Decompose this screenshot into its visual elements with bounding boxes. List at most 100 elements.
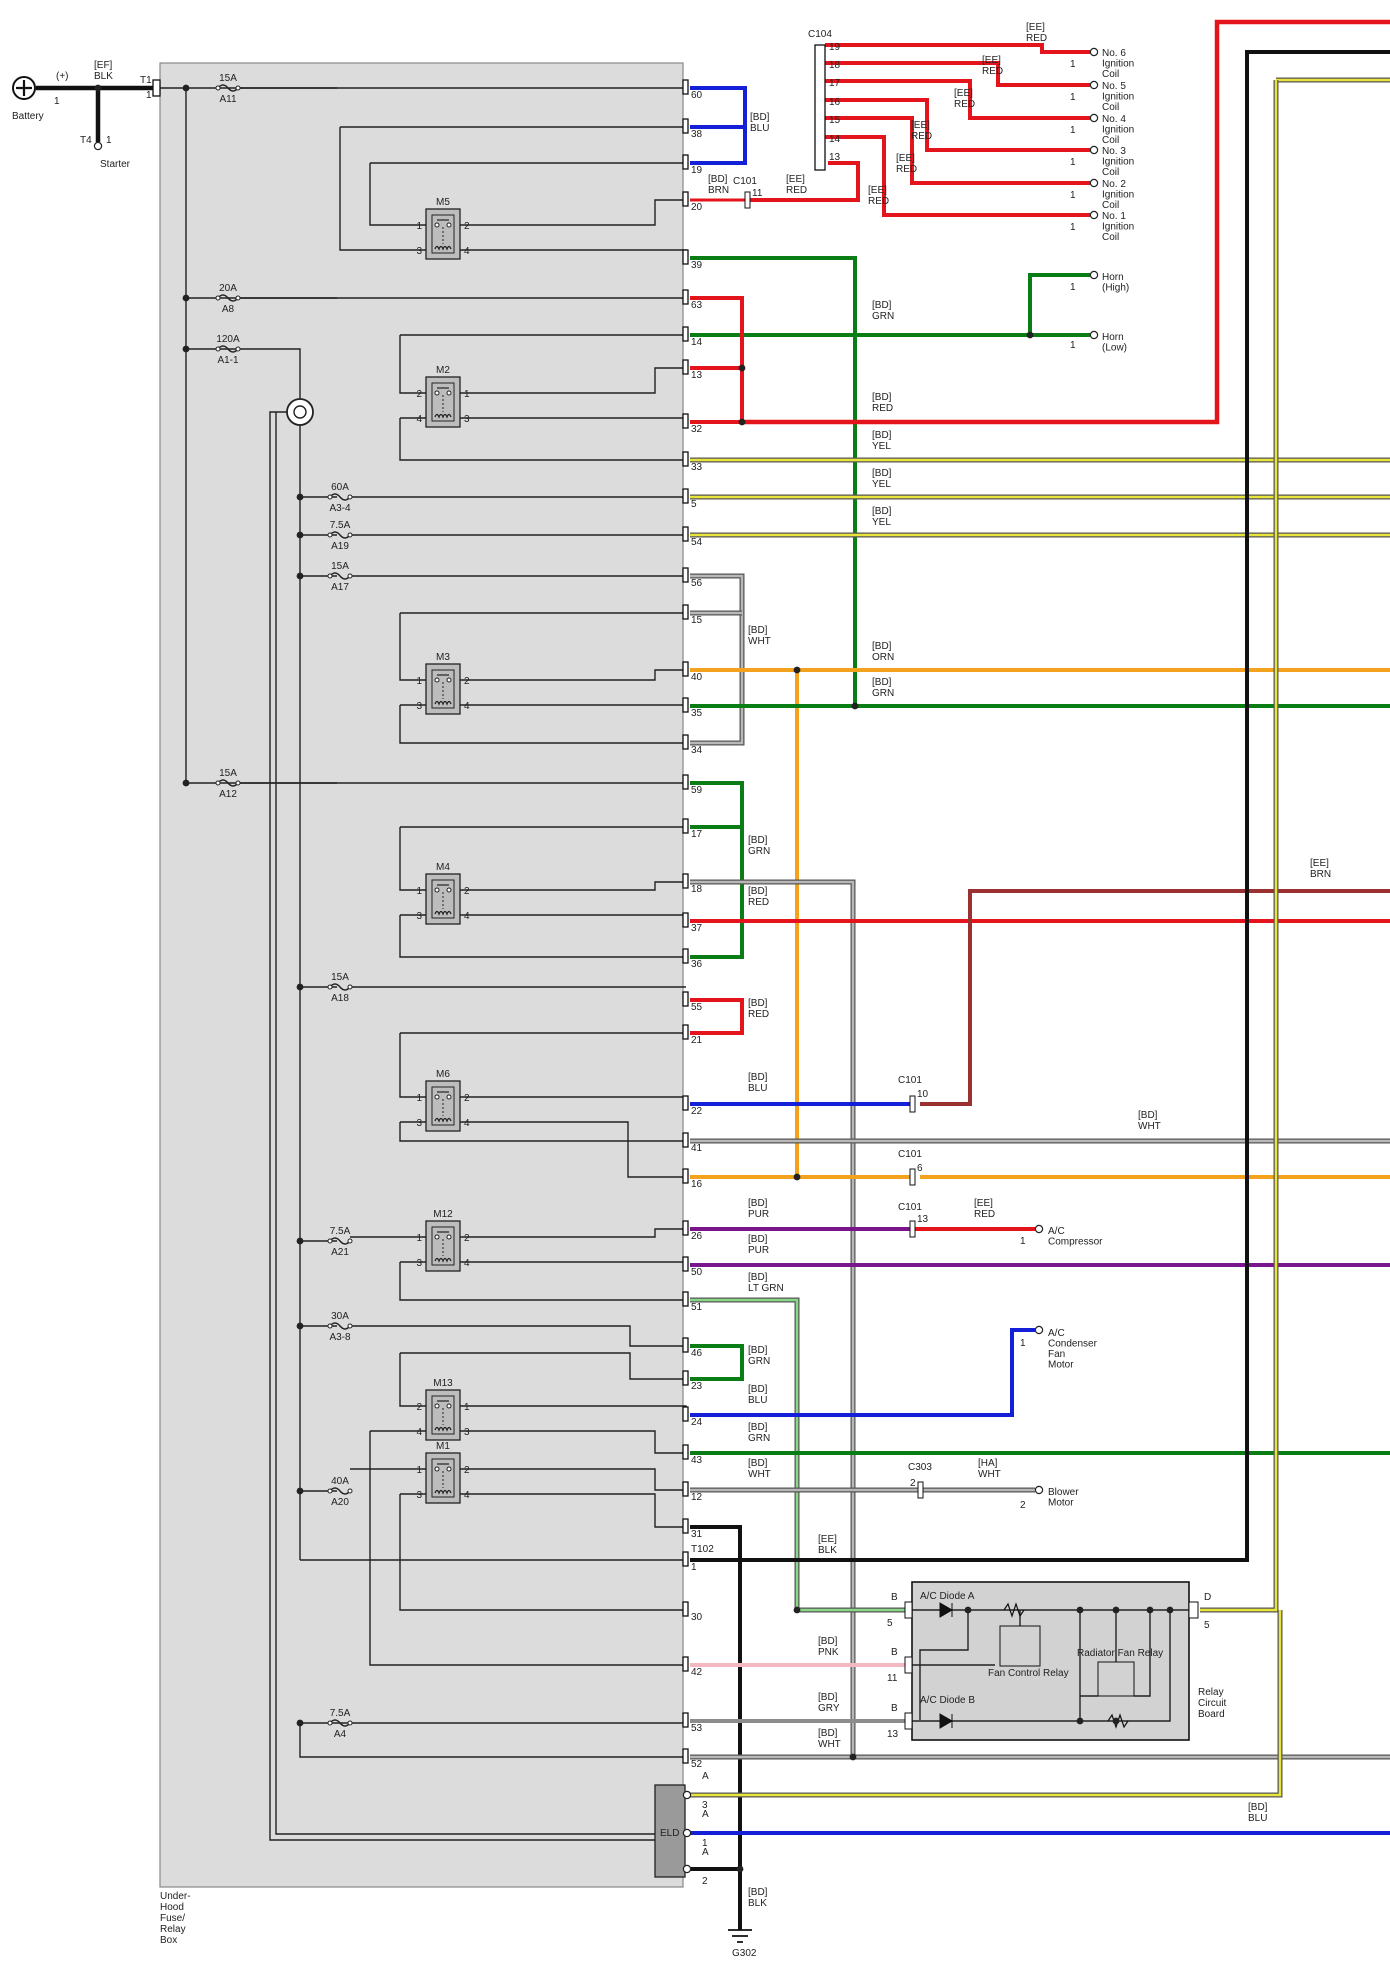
internal-wire [369,1431,686,1666]
wire-wht [690,880,855,1757]
ac-condenser-label: Motor [1048,1360,1074,1371]
bus-junction [296,572,304,580]
fuse-end [327,1488,333,1494]
coil-terminal [1089,113,1099,123]
wire-connector-label: [HA] [978,1458,998,1469]
pin-terminal [682,79,689,95]
fuse-symbol [217,84,239,92]
rcb-pin-number: 5 [887,1618,893,1629]
wire-connector-label: [EE] [974,1198,993,1209]
relay-pin-number: 4 [464,1118,470,1129]
fuse-symbol [217,294,239,302]
ac-condenser-terminal [1034,1325,1044,1335]
pin-number: 23 [691,1381,703,1392]
coil-terminal [1089,145,1099,155]
ac-compressor-terminal [1034,1224,1044,1234]
relay-contact [446,677,452,683]
bus-junction [296,1719,304,1727]
ac-diode-b-label: A/C Diode B [920,1695,975,1706]
bus-junction [296,531,304,539]
wire-yel [1200,80,1278,1612]
wire-junction [738,364,746,372]
battery-pin: 1 [54,96,60,107]
relay-pin-number: 1 [416,1093,422,1104]
internal-wire [460,1493,686,1528]
pin-terminal [682,873,689,889]
relay-id: M3 [436,652,450,663]
fuse-rating: 15A [331,561,349,572]
box-label: Hood [160,1902,184,1913]
pin-number: 50 [691,1267,703,1278]
internal-wire [399,915,686,958]
relay-circuit-board [911,1581,1190,1741]
fuse-symbol [329,1719,351,1727]
pin-terminal [682,1712,689,1728]
wire-color-label: LT GRN [748,1283,784,1294]
relay-body [425,1220,461,1272]
internal-wire [399,418,686,461]
t1-terminal [152,79,161,97]
wire-wht [690,574,744,745]
internal-wire [460,1430,686,1454]
relay-contact [434,1466,440,1472]
wire-red [750,161,860,202]
relay-contact [446,1094,452,1100]
wire-color-label: RED [1026,33,1047,44]
fuse-id: A12 [219,789,237,800]
fuse-id: A3-8 [329,1332,351,1343]
pin-terminal [682,1256,689,1272]
relay-coil [434,245,452,251]
internal-wire [399,1262,686,1301]
relay-pin-number: 4 [416,414,422,425]
wire-color-label: BLU [1248,1813,1267,1824]
relay-pin-number: 2 [464,1465,470,1476]
coil-terminal [1089,80,1099,90]
bus-junction [182,345,190,353]
relay-contact [446,390,452,396]
fuse-symbol [329,983,351,991]
relay-frame [431,1395,455,1435]
eld-label: ELD [660,1828,679,1839]
pin-number: 60 [691,90,703,101]
wire-connector-label: [BD] [748,998,768,1009]
pin-terminal [682,774,689,790]
wire-connector-label: [BD] [872,392,892,403]
relay-frame [431,1226,455,1266]
horn-pin: 1 [1070,340,1076,351]
c303-pin: 2 [910,1478,916,1489]
fuse-end [215,295,221,301]
fuse-id: A11 [219,94,236,105]
wire-connector-label: [EE] [982,55,1001,66]
pin-terminal [682,1656,689,1672]
wire-connector-label: [BD] [708,174,728,185]
bus-120a [186,348,301,1560]
wire-color-label: RED [896,164,917,175]
wire-wht [690,879,856,1757]
fuse-rating: 7.5A [330,1226,351,1237]
wire-junction [851,702,859,710]
fuse-symbol [329,493,351,501]
battery-plus-icon [16,80,32,96]
wire-connector-label: [BD] [872,677,892,688]
pin-terminal [682,1518,689,1534]
internal-wire [460,199,686,226]
internal-wire [399,827,426,891]
fuse-symbol [329,531,351,539]
rcb-terminal [904,1712,913,1730]
radiator-fan-relay-icon [1097,1661,1135,1697]
ignition-coil-label: No. 2 [1102,179,1126,190]
relay-pin-number: 2 [464,1233,470,1244]
wire-connector-label: [BD] [748,1072,768,1083]
relay-coil [434,1489,452,1495]
rcb-pin-number: 5 [1204,1620,1210,1631]
relay-id: M13 [433,1378,453,1389]
pin-terminal [682,1601,689,1617]
pin-number: 26 [691,1231,703,1242]
fuse-id: A8 [222,304,235,315]
c104-pin: 17 [829,78,841,89]
wire-junction [793,1173,801,1181]
pin-number: 46 [691,1348,703,1359]
wire-connector-label: [BD] [748,835,768,846]
pin-terminal [682,1024,689,1040]
